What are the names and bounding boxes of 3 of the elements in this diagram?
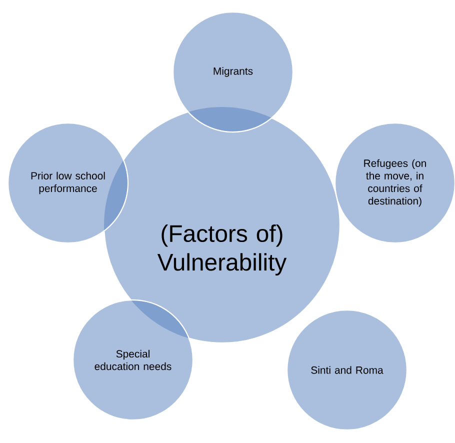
node-label: Special education needs bbox=[94, 350, 172, 370]
node-label: Migrants bbox=[214, 67, 253, 77]
node-label: Prior low school performance bbox=[31, 172, 105, 194]
